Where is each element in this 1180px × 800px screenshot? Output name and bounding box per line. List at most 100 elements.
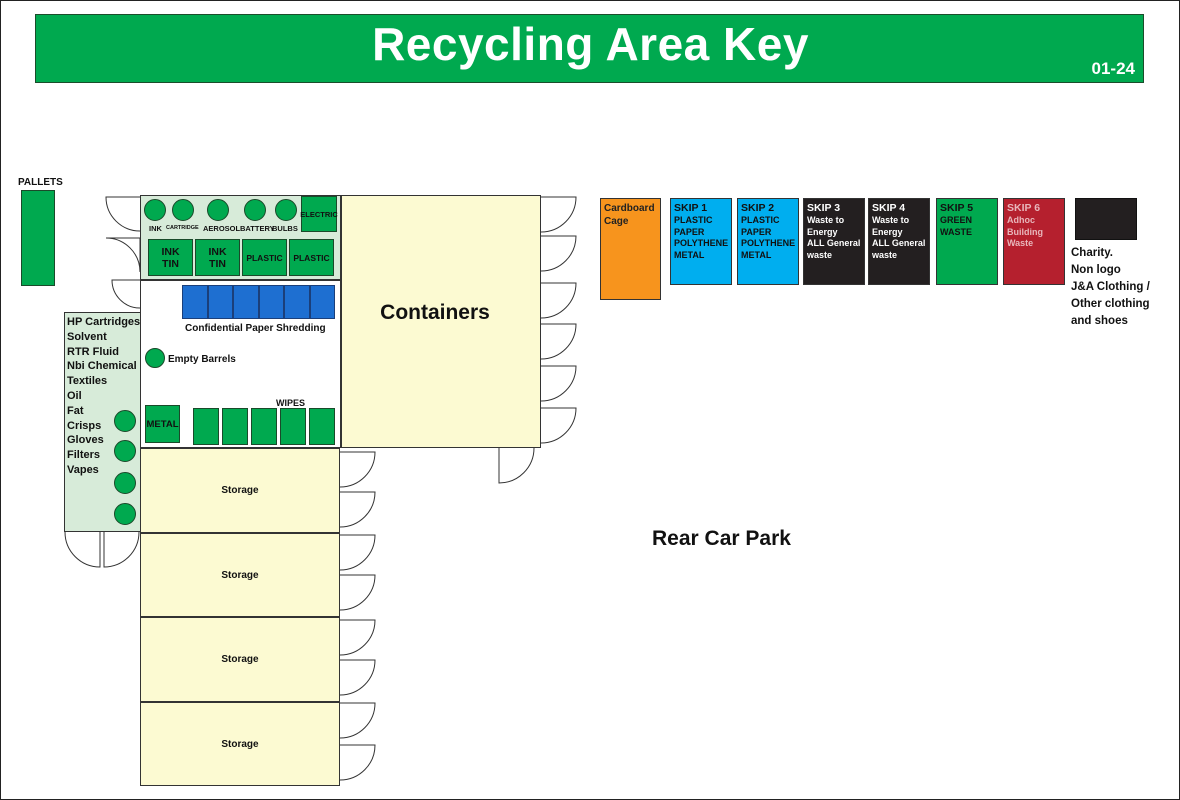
hazard-item: Oil (67, 389, 82, 402)
skip-line: Waste to (807, 215, 845, 225)
skip-3: SKIP 3 Waste to Energy ALL General waste (803, 198, 865, 285)
skip-line: PAPER (674, 226, 705, 237)
battery-bin (244, 199, 266, 221)
shredding-label: Confidential Paper Shredding (185, 323, 326, 334)
storage-unit: Storage (140, 533, 340, 617)
charity-bin (1075, 198, 1137, 240)
skip-line: GREEN (940, 215, 973, 225)
hazard-bin (114, 440, 136, 462)
electric-bin: ELECTRIC (300, 196, 338, 232)
skip-title: SKIP 1 (674, 202, 708, 214)
skip-title: SKIP 3 (807, 202, 841, 214)
storage-unit: Storage (140, 448, 340, 533)
ink-tin-line2: TIN (162, 257, 179, 270)
skip-line: POLYTHENE (674, 238, 729, 248)
wipes-bin (222, 408, 248, 445)
bulbs-bin (275, 199, 297, 221)
hazard-item: Textiles (67, 375, 108, 388)
storage-unit: Storage (140, 617, 340, 702)
hazard-bin (114, 503, 136, 525)
shredding-bin (259, 285, 284, 319)
skip-title: SKIP 2 (741, 202, 775, 214)
cartridge-bin (172, 199, 194, 221)
skip-line: Energy (807, 226, 838, 237)
skip-line: ALL General (807, 238, 861, 248)
cardboard-line2: Cage (604, 216, 629, 227)
hazard-list: HP Cartridges Solvent RTR Fluid Nbi Chem… (67, 315, 140, 478)
rear-car-park-label: Rear Car Park (652, 527, 791, 550)
skip-line: waste (872, 249, 898, 260)
cardboard-line1: Cardboard (604, 203, 655, 214)
page-title: Recycling Area Key (372, 18, 809, 70)
skip-line: Building (1007, 226, 1043, 237)
skip-line: Adhoc (1007, 215, 1035, 225)
revision-code: 01-24 (1091, 59, 1135, 78)
ink-tin-line2: TIN (209, 257, 226, 270)
wipes-bin (193, 408, 219, 445)
ink-label: INK (149, 224, 162, 233)
skip-title: SKIP 6 (1007, 202, 1041, 214)
plastic-box: PLASTIC (289, 239, 334, 276)
ink-tin-line1: INK (208, 245, 227, 258)
charity-line: and shoes (1071, 315, 1128, 327)
skip-line: METAL (741, 249, 772, 260)
aerosol-label: AEROSOL (203, 224, 241, 233)
skip-line: PLASTIC (741, 215, 780, 225)
hazard-bin (114, 410, 136, 432)
skip-line: PLASTIC (674, 215, 713, 225)
pallets-area (21, 190, 55, 286)
skip-4: SKIP 4 Waste to Energy ALL General waste (868, 198, 930, 285)
wipes-bin (280, 408, 306, 445)
cartridge-label: CARTRIDGE (166, 225, 199, 231)
shredding-bin (310, 285, 335, 319)
skip-5: SKIP 5 GREEN WASTE (936, 198, 998, 285)
plastic-box: PLASTIC (242, 239, 287, 276)
charity-line: Charity. (1071, 247, 1113, 259)
charity-label: Charity. Non logo J&A Clothing / Other c… (1071, 245, 1150, 330)
battery-label: BATTERY (240, 224, 275, 233)
ink-tin-box: INK TIN (148, 239, 193, 276)
hazard-item: Filters (67, 449, 101, 462)
pallets-label: PALLETS (18, 177, 63, 188)
skip-line: Waste to (872, 215, 910, 225)
hazard-item: Solvent (67, 330, 107, 343)
skip-line: POLYTHENE (741, 238, 796, 248)
skip-2: SKIP 2 PLASTIC PAPER POLYTHENE METAL (737, 198, 799, 285)
shredding-bin (233, 285, 259, 319)
wipes-bin (309, 408, 335, 445)
ink-tin-box: INK TIN (195, 239, 240, 276)
skip-line: waste (807, 249, 833, 260)
barrel-icon (145, 348, 165, 368)
skip-6: SKIP 6 Adhoc Building Waste (1003, 198, 1065, 285)
hazard-item: RTR Fluid (67, 345, 119, 358)
skip-line: METAL (674, 249, 705, 260)
cardboard-cage: Cardboard Cage (600, 198, 661, 300)
containers-area (341, 195, 541, 448)
empty-barrels-label: Empty Barrels (168, 354, 236, 365)
hazard-item: Nbi Chemical (67, 360, 137, 373)
metal-bin: METAL (145, 405, 180, 443)
skip-title: SKIP 5 (940, 202, 974, 214)
shredding-bin (208, 285, 233, 319)
ink-tin-line1: INK (161, 245, 180, 258)
skip-1: SKIP 1 PLASTIC PAPER POLYTHENE METAL (670, 198, 732, 285)
wipes-bin (251, 408, 277, 445)
hazard-item: Vapes (67, 463, 99, 476)
charity-line: Non logo (1071, 264, 1121, 276)
skip-line: Energy (872, 226, 903, 237)
title-banner: Recycling Area Key 01-24 (35, 14, 1144, 83)
containers-label: Containers (380, 301, 490, 324)
storage-unit: Storage (140, 702, 340, 786)
skip-title: SKIP 4 (872, 202, 906, 214)
wipes-label: WIPES (276, 398, 306, 408)
skip-line: WASTE (940, 226, 973, 237)
shredding-bin (182, 285, 208, 319)
charity-line: Other clothing (1071, 298, 1150, 310)
skip-line: ALL General (872, 238, 926, 248)
hazard-bin (114, 472, 136, 494)
ink-bin (144, 199, 166, 221)
bulbs-label: BULBS (272, 224, 298, 233)
aerosol-bin (207, 199, 229, 221)
hazard-item: Fat (67, 404, 84, 417)
hazard-item: Crisps (67, 419, 102, 432)
